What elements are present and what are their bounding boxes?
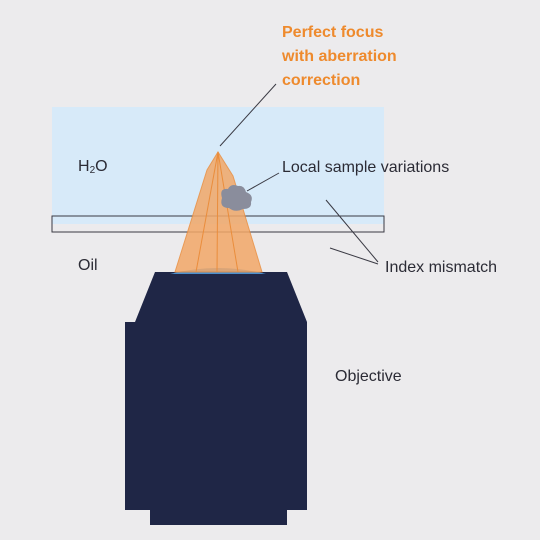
water-label-tail: O — [95, 158, 108, 175]
water-label-subscript: 2 — [89, 165, 96, 176]
sample-particle — [221, 185, 252, 211]
local-variations-label: Local sample variations — [282, 159, 450, 176]
focus-annotation: Perfect focus with aberration correction — [282, 21, 462, 93]
oil-label: Oil — [78, 257, 98, 274]
objective-label: Objective — [335, 368, 402, 385]
cone-ray — [217, 151, 239, 273]
sample-leader-line — [246, 172, 280, 192]
focus-line: Perfect focus — [282, 24, 384, 41]
water-label-main: H — [78, 158, 90, 175]
cone-ray — [195, 151, 219, 273]
water-label: H2O — [78, 157, 108, 180]
light-cone — [174, 151, 263, 273]
index-mismatch-label: Index mismatch — [385, 259, 498, 276]
index-leader-line — [325, 199, 379, 263]
focus-line: with aberration — [282, 48, 397, 65]
focus-line: correction — [282, 72, 361, 89]
objective-body — [125, 272, 307, 525]
cone-ray — [216, 151, 219, 273]
index-leader-line — [329, 247, 379, 265]
focus-leader-line — [219, 83, 277, 147]
